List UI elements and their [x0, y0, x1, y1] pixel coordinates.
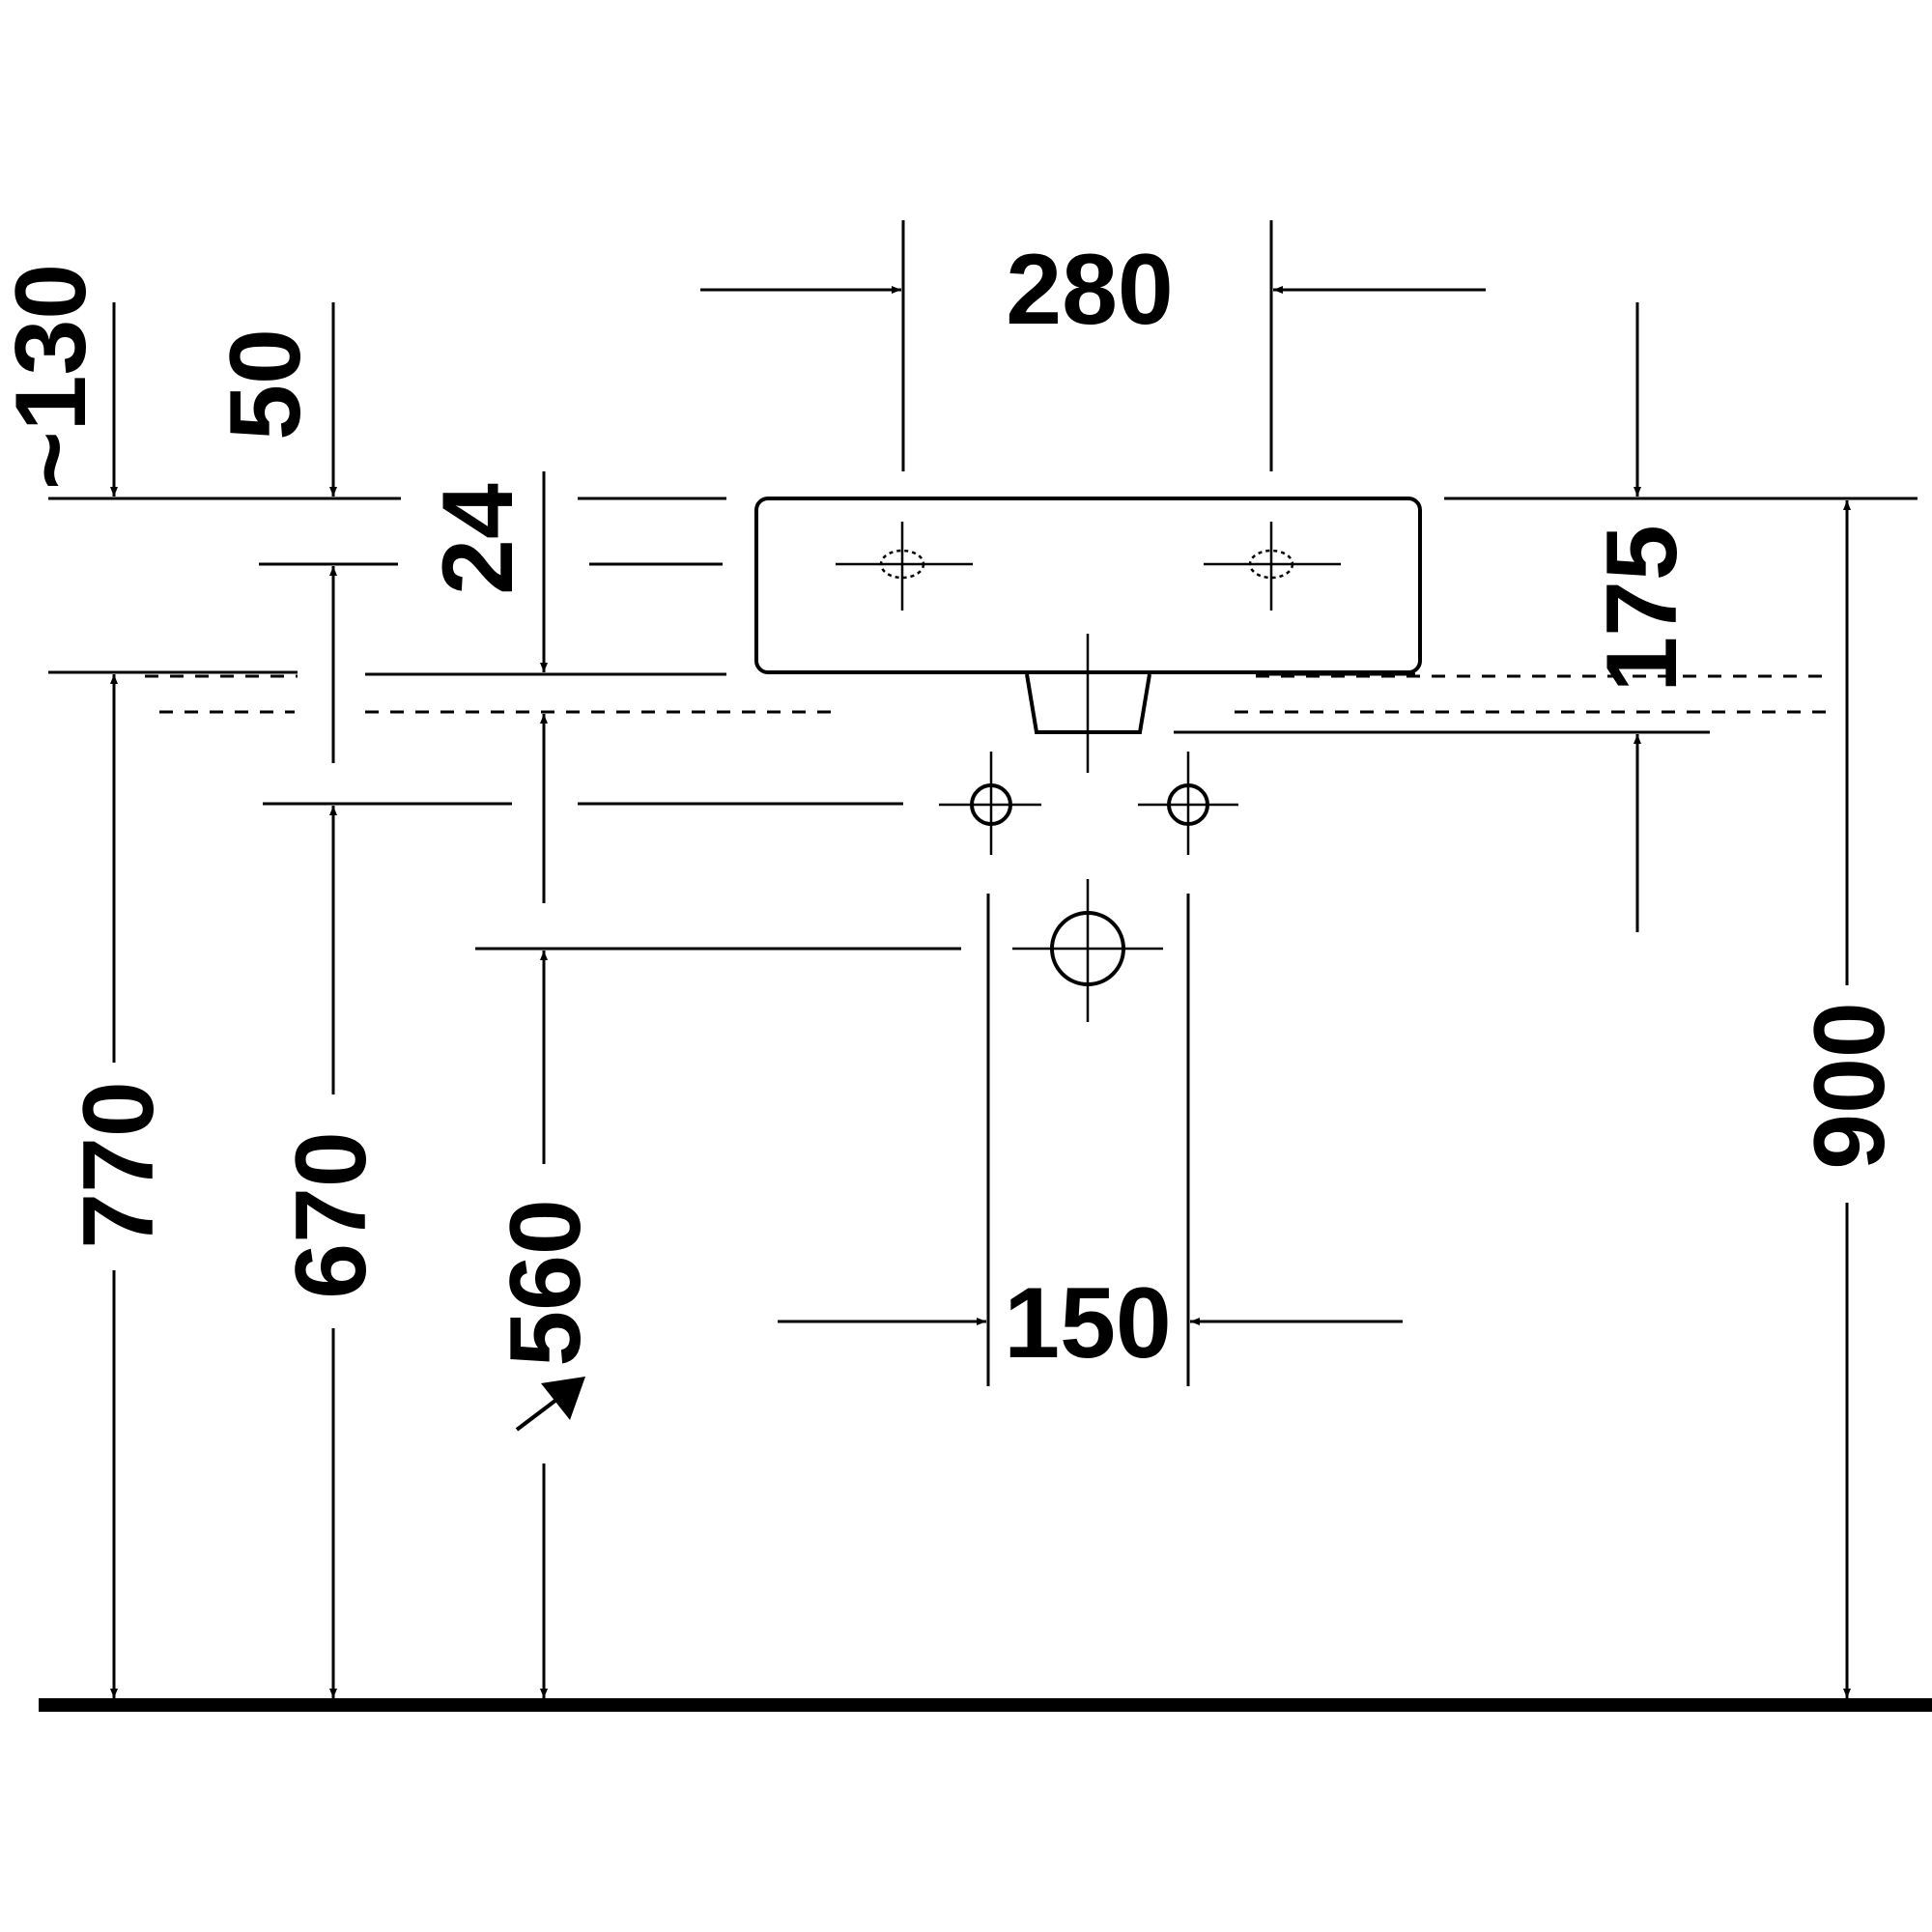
dim-label-150: 150 [1004, 1267, 1172, 1379]
diagonal-arrow-icon [515, 1377, 585, 1432]
tap-hole-left [836, 522, 973, 611]
dim-175: 175 [1586, 302, 1698, 932]
dim-24: 24 [422, 471, 548, 903]
supply-connection-left [939, 752, 1041, 855]
dim-label-24: 24 [422, 483, 534, 595]
dim-label-560: 560 [490, 1199, 602, 1367]
dim-670: 670 [275, 806, 387, 1698]
dim-150: 150 [778, 894, 1403, 1386]
dim-560: 560 [490, 951, 602, 1698]
dim-label-50: 50 [210, 328, 322, 440]
dim-label-670: 670 [275, 1131, 387, 1299]
dim-770: 770 [63, 674, 175, 1698]
tap-hole-right [1204, 522, 1341, 611]
dim-50: 50 [210, 302, 337, 763]
washbasin [754, 497, 1422, 773]
dim-label-130: ~130 [0, 264, 107, 490]
dim-130: ~130 [0, 264, 118, 497]
dim-label-900: 900 [1794, 1002, 1906, 1170]
dim-label-280: 280 [1006, 234, 1174, 346]
waste-connection [1012, 879, 1163, 1022]
dim-label-175: 175 [1586, 525, 1698, 693]
dim-label-770: 770 [63, 1081, 175, 1249]
dim-280: 280 [700, 220, 1486, 471]
dim-900: 900 [1794, 500, 1906, 1698]
supply-connection-right [1138, 752, 1238, 855]
